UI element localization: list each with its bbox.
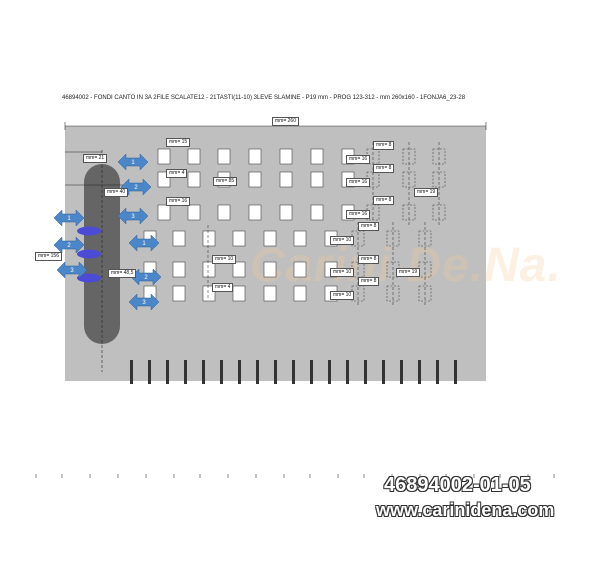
dim-upper-pitch: mm= 19 — [414, 188, 439, 197]
position-marker: 1 — [117, 153, 149, 171]
dim-upper-r3: mm= 8 — [373, 164, 395, 173]
key-hole — [279, 171, 293, 188]
key-hole — [293, 285, 307, 302]
dim-row1-width: mm= 85 — [213, 177, 238, 186]
key-hole — [232, 261, 246, 278]
lever-slot — [77, 226, 101, 236]
bottom-ticks — [35, 474, 555, 478]
marker-label: 1 — [131, 160, 135, 166]
key-hole — [263, 230, 277, 247]
lever-slot — [77, 249, 101, 259]
marker-label: 2 — [67, 243, 71, 249]
dim-left-height: mm= 156 — [35, 252, 62, 261]
dim-row2-pitch: mm= 4 — [212, 283, 234, 292]
dim-lower-r3: mm= 8 — [358, 255, 380, 264]
dim-row1-top: mm= 15 — [166, 138, 191, 147]
position-marker: 2 — [53, 236, 85, 254]
marker-label: 3 — [70, 268, 74, 274]
dim-upper-r5: mm= 8 — [373, 196, 395, 205]
website-url: www.carinidena.com — [376, 500, 555, 520]
position-marker: 1 — [53, 209, 85, 227]
guide-lines — [207, 142, 440, 305]
marker-label: 3 — [142, 300, 146, 306]
marker-label: 1 — [142, 241, 146, 247]
key-hole — [172, 285, 186, 302]
key-hole — [187, 171, 201, 188]
key-hole — [402, 148, 416, 165]
key-hole — [310, 204, 324, 221]
key-hole — [293, 261, 307, 278]
key-hole — [202, 230, 216, 247]
key-hole — [386, 230, 400, 247]
marker-label: 2 — [144, 275, 148, 281]
key-hole — [386, 285, 400, 302]
dim-lower-pitch: mm= 19 — [396, 268, 421, 277]
dim-lever-pitch: mm= 48,5 — [108, 269, 137, 278]
position-marker: 2 — [120, 178, 152, 196]
key-hole — [418, 230, 432, 247]
key-hole — [157, 148, 171, 165]
key-hole — [202, 261, 216, 278]
key-hole — [432, 148, 446, 165]
comb-teeth — [130, 360, 457, 384]
key-hole — [187, 204, 201, 221]
position-marker: 3 — [128, 293, 160, 311]
key-hole — [279, 148, 293, 165]
key-hole — [217, 204, 231, 221]
key-hole — [418, 285, 432, 302]
lever-slot — [77, 273, 101, 283]
key-hole — [172, 230, 186, 247]
dim-row2-gap: mm= 10 — [212, 255, 237, 264]
dim-lower-r2: mm= 10 — [330, 236, 355, 245]
key-hole — [263, 285, 277, 302]
dim-lower-r5: mm= 8 — [358, 277, 380, 286]
position-marker: 3 — [56, 261, 88, 279]
dim-left-offset: mm= 21 — [83, 154, 108, 163]
dim-upper-r2: mm= 16 — [346, 155, 371, 164]
guide-bar — [84, 164, 120, 344]
part-code: 46894002-01-05 — [384, 474, 531, 496]
dim-row1-gap: mm= 4 — [166, 169, 188, 178]
dim-upper-r1: mm= 8 — [373, 141, 395, 150]
key-hole — [279, 204, 293, 221]
key-hole — [232, 285, 246, 302]
marker-label: 2 — [134, 185, 138, 191]
key-hole — [217, 148, 231, 165]
key-hole — [172, 261, 186, 278]
position-marker: 3 — [117, 207, 149, 225]
key-hole — [263, 261, 277, 278]
key-hole — [293, 230, 307, 247]
drawing-title: 46894002 - FONDI CANTO IN 3A 2FILE SCALA… — [62, 95, 466, 101]
base-plate — [65, 126, 486, 381]
dim-lower-r6: mm= 10 — [330, 291, 355, 300]
key-hole — [248, 148, 262, 165]
dim-lower-r1: mm= 8 — [358, 222, 380, 231]
key-hole — [187, 148, 201, 165]
key-hole — [248, 171, 262, 188]
key-hole — [157, 204, 171, 221]
key-hole — [248, 204, 262, 221]
dim-upper-r4: mm= 16 — [346, 178, 371, 187]
dim-overall-width: mm= 260 — [272, 117, 299, 126]
dim-upper-r6: mm= 16 — [346, 210, 371, 219]
position-marker: 1 — [128, 234, 160, 252]
key-hole — [232, 230, 246, 247]
key-hole — [310, 148, 324, 165]
key-holes — [143, 148, 446, 302]
key-hole — [310, 171, 324, 188]
dim-lower-r4: mm= 10 — [330, 268, 355, 277]
marker-label: 1 — [67, 216, 71, 222]
marker-label: 3 — [131, 214, 135, 220]
position-marker: 2 — [130, 268, 162, 286]
marker-group: 1 2 3 1 2 3 1 2 3 — [53, 153, 162, 311]
dim-lever-offset: mm= 40 — [104, 188, 129, 197]
dim-row1-drop: mm= 16 — [166, 197, 191, 206]
